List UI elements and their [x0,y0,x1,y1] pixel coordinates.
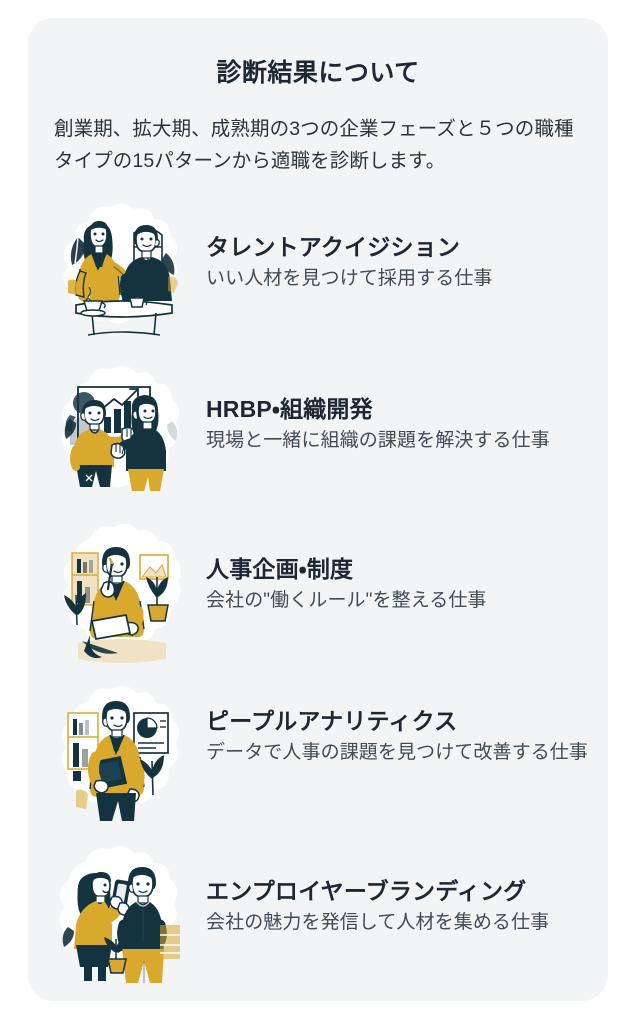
list-item: 人事企画・制度 会社の"働くルール"を整える仕事 [28,519,608,673]
job-title: 人事企画・制度 [206,556,354,583]
list-item: タレントアクイジション いい人材を見つけて採用する仕事 [28,197,608,351]
job-description: 会社の魅力を発信して人材を集める仕事 [206,911,550,933]
list-item: エンプロイヤーブランディング 会社の魅力を発信して人材を集める仕事 [28,841,608,995]
job-text-block: 人事企画・制度 会社の"働くルール"を整える仕事 [192,519,594,614]
job-text-block: タレントアクイジション いい人材を見つけて採用する仕事 [192,197,594,292]
presentation-with-bar-chart-illustration [48,359,192,511]
job-text-block: エンプロイヤーブランディング 会社の魅力を発信して人材を集める仕事 [192,841,594,936]
job-text-block: HRBP・組織開発 現場と一緒に組織の課題を解決する仕事 [192,359,594,454]
man-with-document-and-pen-illustration [48,519,192,671]
two-people-at-cafe-table-illustration [48,197,192,349]
page-title: 診断結果について [216,59,420,87]
job-title: エンプロイヤーブランディング [206,878,527,905]
job-text-block: ピープルアナリティクス データで人事の課題を見つけて改善する仕事 [192,679,594,766]
job-description: いい人材を見つけて採用する仕事 [206,267,493,289]
job-description: 現場と一緒に組織の課題を解決する仕事 [206,429,550,451]
job-description: データで人事の課題を見つけて改善する仕事 [206,741,589,763]
list-item: HRBP・組織開発 現場と一緒に組織の課題を解決する仕事 [28,359,608,513]
list-item: ピープルアナリティクス データで人事の課題を見つけて改善する仕事 [28,679,608,833]
job-type-list: タレントアクイジション いい人材を見つけて採用する仕事 [28,177,608,995]
job-title: タレントアクイジション [206,234,461,261]
job-title: ピープルアナリティクス [206,708,458,735]
job-description: 会社の"働くルール"を整える仕事 [206,589,487,611]
page-description: 創業期、拡大期、成熟期の3つの企業フェーズと５つの職種タイプの15パターンから適… [54,118,574,172]
diagnosis-info-card: 診断結果について 創業期、拡大期、成熟期の3つの企業フェーズと５つの職種タイプの… [28,18,608,1001]
woman-photographing-man-with-phone-illustration [48,841,192,993]
job-title: HRBP・組織開発 [206,396,373,423]
man-with-laptop-and-pie-chart-illustration [48,679,192,831]
